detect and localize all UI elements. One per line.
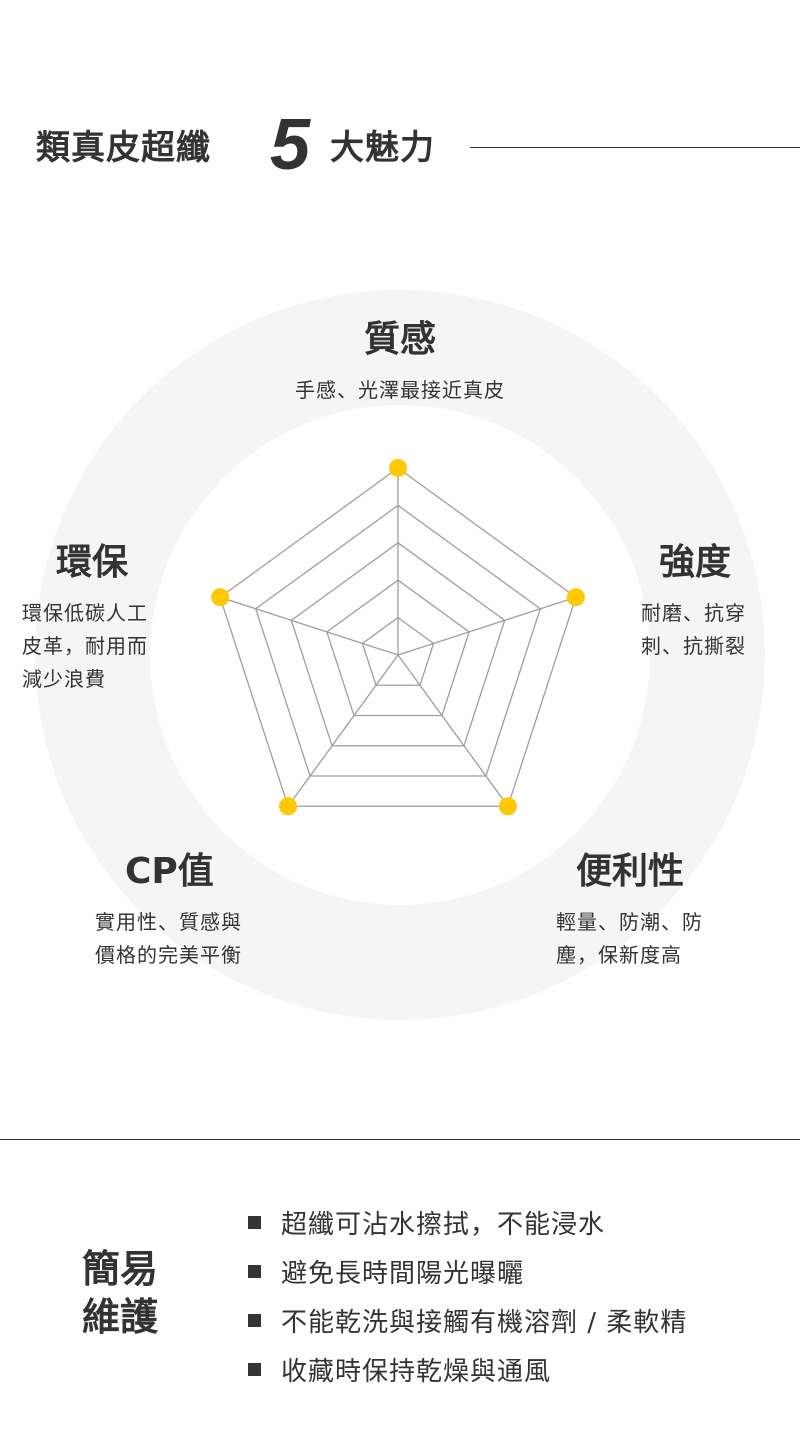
header-title-part2: 大魅力: [330, 128, 435, 168]
radar-dots: [211, 459, 585, 816]
radar-point-dot-icon: [566, 588, 585, 607]
description-line: 輕量、防潮、防: [556, 910, 703, 934]
square-bullet-icon: [248, 1363, 261, 1376]
header-rule: [470, 147, 800, 148]
list-item: 避免長時間陽光曝曬: [248, 1247, 687, 1296]
feature-title: 強度: [659, 542, 732, 583]
radar-point-dot-icon: [389, 459, 407, 477]
care-title-line: 維護: [82, 1295, 159, 1339]
radar-axis: [219, 596, 399, 656]
radar-grid-ring: [254, 504, 542, 777]
section-header: 類真皮超纖 5 大魅力: [0, 100, 800, 190]
radar-grid-ring: [290, 541, 506, 747]
feature-description: 輕量、防潮、防 塵，保新度高: [556, 906, 756, 972]
radar-grid-ring: [326, 579, 470, 717]
list-item: 收藏時保持乾燥與通風: [248, 1345, 687, 1394]
radar-chart: [211, 459, 585, 816]
feature-strength: 強度 耐磨、抗穿 刺、抗撕裂: [641, 541, 781, 663]
feature-value: CP值 實用性、質感與 價格的完美平衡: [95, 850, 295, 972]
care-item-text: 不能乾洗與接觸有機溶劑 / 柔軟精: [281, 1308, 688, 1338]
feature-description: 耐磨、抗穿 刺、抗撕裂: [641, 597, 781, 663]
description-line: 減少浪費: [22, 667, 106, 691]
description-line: 耐磨、抗穿: [641, 601, 746, 625]
care-title: 簡易 維護: [82, 1245, 172, 1341]
radar-grid-ring: [219, 467, 577, 807]
description-line: 實用性、質感與: [95, 910, 242, 934]
feature-description: 實用性、質感與 價格的完美平衡: [95, 906, 295, 972]
header-title-part1: 類真皮超纖: [36, 128, 211, 168]
square-bullet-icon: [248, 1314, 261, 1327]
description-line: 皮革，耐用而: [22, 634, 148, 658]
description-line: 塵，保新度高: [556, 943, 682, 967]
feature-title: CP值: [125, 851, 214, 892]
feature-title: 質感: [363, 319, 436, 360]
feature-texture: 質感 手感、光澤最接近真皮: [200, 318, 600, 407]
list-item: 超纖可沾水擦拭，不能浸水: [248, 1198, 687, 1247]
description-line: 環保低碳人工: [22, 601, 148, 625]
feature-convenience: 便利性 輕量、防潮、防 塵，保新度高: [556, 850, 756, 972]
care-list: 超纖可沾水擦拭，不能浸水 避免長時間陽光曝曬 不能乾洗與接觸有機溶劑 / 柔軟精…: [248, 1198, 687, 1394]
feature-description: 手感、光澤最接近真皮: [295, 378, 505, 402]
feature-title: 環保: [56, 542, 129, 583]
radar-point-dot-icon: [211, 588, 230, 607]
list-item: 不能乾洗與接觸有機溶劑 / 柔軟精: [248, 1296, 687, 1345]
care-item-text: 避免長時間陽光曝曬: [281, 1259, 525, 1289]
radar-grid: [219, 467, 577, 807]
radar-grid-ring: [361, 616, 435, 686]
description-line: 刺、抗撕裂: [641, 634, 746, 658]
description-line: 價格的完美平衡: [95, 943, 242, 967]
square-bullet-icon: [248, 1265, 261, 1278]
feature-title: 便利性: [576, 851, 685, 892]
radar-axis: [397, 654, 509, 807]
care-item-text: 收藏時保持乾燥與通風: [281, 1357, 552, 1387]
radar-point-dot-icon: [279, 797, 298, 816]
feature-description: 環保低碳人工 皮革，耐用而 減少浪費: [22, 597, 182, 696]
radar-axis: [397, 596, 577, 656]
section-divider: [0, 1139, 800, 1140]
feature-eco: 環保 環保低碳人工 皮革，耐用而 減少浪費: [22, 541, 182, 696]
square-bullet-icon: [248, 1216, 261, 1229]
care-title-line: 簡易: [82, 1247, 159, 1291]
radar-axis: [287, 654, 399, 807]
radar-point-dot-icon: [498, 797, 517, 816]
header-number: 5: [270, 105, 311, 185]
care-item-text: 超纖可沾水擦拭，不能浸水: [281, 1210, 606, 1240]
